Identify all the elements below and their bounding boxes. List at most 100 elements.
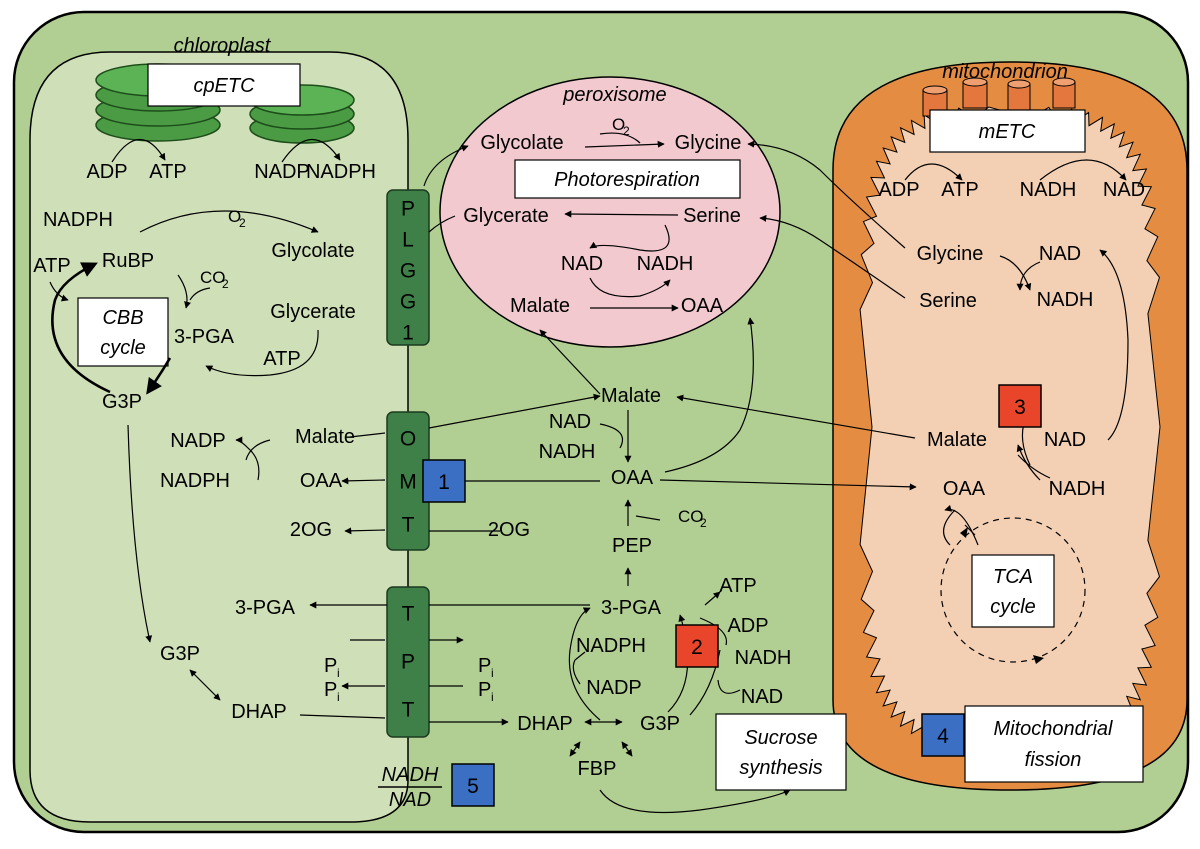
tca-label-line1: TCA (993, 566, 1033, 588)
pathway-arrow (944, 504, 979, 546)
metabolite-cyt-pi1-sub: i (491, 666, 494, 680)
transporter-letter-omt: O (400, 428, 416, 451)
pathway-arrow (51, 262, 111, 394)
pathway-arrow (747, 140, 906, 249)
pathway-arrow (111, 138, 166, 163)
pathway-arrow (146, 357, 172, 395)
cpetc-label: cpETC (193, 75, 255, 97)
transporter-letter-tpt: T (402, 603, 415, 626)
mitochondrion-label: mitochondrion (942, 61, 1068, 83)
pathway-arrow (49, 281, 69, 302)
pathway-arrow (599, 132, 641, 144)
metabolite-cyt-atp: ATP (719, 575, 756, 597)
pathway-arrow (1016, 261, 1041, 291)
sucrose-label-line1: Sucrose (744, 727, 817, 749)
metc-box (929, 109, 1086, 153)
tca-label-line2: cycle (990, 596, 1036, 618)
metabolite-chl-atp: ATP (149, 161, 186, 183)
pathway-arrow (564, 210, 679, 218)
metabolite-mit-serine: Serine (919, 290, 977, 312)
transporter-letter-omt: T (402, 514, 415, 537)
metabolite-cyt-nadp: NADP (586, 677, 642, 699)
metabolite-per-serine: Serine (683, 205, 741, 227)
metabolite-mit-nadh3: NADH (1049, 478, 1106, 500)
peroxisome-compartment (439, 76, 781, 348)
pathway-arrow (428, 393, 601, 429)
pathway-arrow (235, 436, 260, 481)
chloroplast-label: chloroplast (174, 35, 272, 57)
transporter-letter-plgg1: 1 (402, 322, 414, 345)
marker-box-1 (422, 459, 466, 503)
ratio-denominator: NAD (389, 789, 431, 811)
pathway-arrow (568, 607, 601, 721)
atp-synthase-cylinders (922, 77, 1076, 117)
metabolite-cyt-pi2-sub: i (491, 690, 494, 704)
metabolite-chl-g3p: G3P (102, 391, 142, 413)
pathway-arrow (281, 138, 341, 163)
transporter-letter-tpt: P (401, 651, 415, 674)
peroxisome-label: peroxisome (562, 84, 666, 106)
marker-box-5 (451, 763, 495, 807)
metabolite-cyt-g3p: G3P (640, 713, 680, 735)
pathway-arrow (589, 277, 671, 298)
photorespiration-box (514, 159, 741, 199)
metabolite-per-glycine: Glycine (675, 132, 742, 154)
metabolite-mit-nadh2: NADH (1037, 289, 1094, 311)
transporter-letter-plgg1: P (401, 198, 415, 221)
pathway-arrow (717, 679, 741, 694)
tca-cycle-dashed (940, 517, 1086, 663)
pathway-arrow (759, 214, 906, 299)
marker-number-4: 4 (937, 725, 949, 748)
sucrose-label-line2: synthesis (739, 757, 822, 779)
metabolite-per-nadh: NADH (637, 253, 694, 275)
metabolite-mit-nad3: NAD (1044, 429, 1086, 451)
plgg1-transporter (386, 189, 430, 346)
metabolite-cyt-pep: PEP (612, 535, 652, 557)
pathway-arrow (299, 714, 386, 719)
pathway-arrow (699, 617, 728, 646)
metabolite-cyt-nadh: NADH (539, 441, 596, 463)
pathway-arrow (599, 789, 791, 814)
metabolite-per-o2-sub: 2 (623, 124, 630, 138)
metabolite-cyt-pi2: P (478, 679, 491, 701)
marker-box-4 (921, 713, 965, 757)
pathway-arrow (676, 394, 916, 439)
pathway-arrow (189, 669, 221, 701)
metabolite-chl-nadp: NADP (254, 161, 310, 183)
pathway-arrow (177, 274, 191, 309)
pathway-arrow (904, 163, 963, 181)
metabolite-chl-nadp2: NADP (170, 430, 226, 452)
marker-number-3: 3 (1014, 396, 1026, 419)
metabolite-cyt-nad: NAD (549, 411, 591, 433)
metabolite-cyt-dhap: DHAP (517, 713, 573, 735)
metabolite-mit-nad2: NAD (1039, 243, 1081, 265)
pathway-arrow (127, 424, 153, 643)
metabolite-chl-pi2: P (324, 679, 337, 701)
pathway-arrow (245, 439, 271, 461)
metabolite-chl-adp: ADP (86, 161, 127, 183)
pathway-arrow (189, 287, 211, 301)
metabolite-chl-nadph3: NADPH (160, 470, 230, 492)
pathway-arrow (704, 591, 721, 606)
metabolite-chl-malate: Malate (295, 426, 355, 448)
metabolite-chl-pi1-sub: i (337, 666, 340, 680)
metabolite-chl-glycolate: Glycolate (271, 240, 354, 262)
metabolite-cyt-fbp: FBP (578, 758, 617, 780)
tpt-transporter (386, 586, 430, 738)
metc-label: mETC (979, 121, 1036, 143)
metabolite-cyt-pi1: P (478, 655, 491, 677)
transporter-letter-omt: M (399, 471, 417, 494)
tca-arrowhead (1033, 655, 1044, 664)
pathway-arrow (659, 479, 917, 491)
fission-label-line1: Mitochondrial (994, 718, 1114, 740)
metabolite-cyt-oaa: OAA (611, 467, 654, 489)
ratio-numerator: NADH (382, 764, 439, 786)
metabolite-per-malate: Malate (510, 295, 570, 317)
pathway-arrow (1017, 454, 1051, 479)
marker-box-3 (998, 384, 1042, 428)
metabolite-cyt-nadph: NADPH (576, 635, 646, 657)
metabolite-cyt-2og: 2OG (488, 519, 530, 541)
